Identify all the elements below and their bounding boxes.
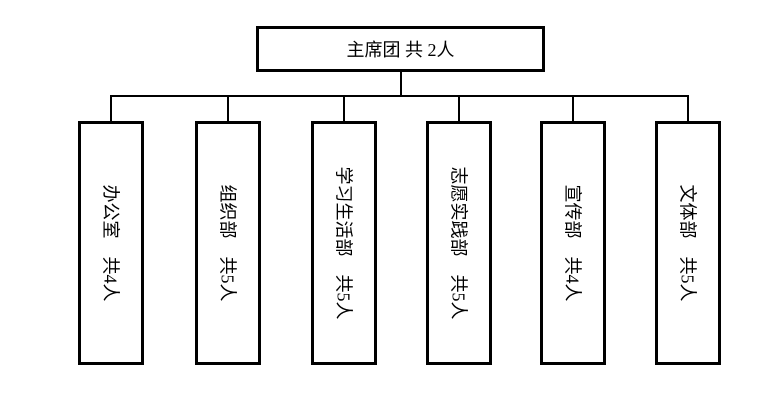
root-node: 主席团 共 2人: [256, 26, 545, 72]
connector-stub-4: [458, 95, 460, 121]
connector-stub-5: [572, 95, 574, 121]
connector-stub-6: [687, 95, 689, 121]
dept-node-label: 宣传部 共4人: [562, 184, 582, 302]
dept-node-zuzhibu: 组织部 共5人: [195, 121, 261, 365]
root-node-label: 主席团 共 2人: [346, 40, 455, 60]
dept-node-label: 办公室 共4人: [100, 184, 120, 302]
dept-node-label: 组织部 共5人: [217, 184, 237, 302]
dept-node-zhiyuanshijianbu: 志愿实践部 共5人: [426, 121, 492, 365]
connector-stub-2: [227, 95, 229, 121]
dept-node-xuanchuanbu: 宣传部 共4人: [540, 121, 606, 365]
connector-stub-1: [110, 95, 112, 121]
connector-horizontal-rail: [111, 95, 689, 97]
dept-node-wentibu: 文体部 共5人: [655, 121, 721, 365]
connector-root-drop: [400, 72, 402, 96]
dept-node-xuexishenghuobu: 学习生活部 共5人: [311, 121, 377, 365]
dept-node-label: 学习生活部 共5人: [333, 166, 353, 320]
connector-stub-3: [343, 95, 345, 121]
dept-node-bangongshi: 办公室 共4人: [78, 121, 144, 365]
dept-node-label: 文体部 共5人: [677, 184, 697, 302]
dept-node-label: 志愿实践部 共5人: [448, 166, 468, 320]
